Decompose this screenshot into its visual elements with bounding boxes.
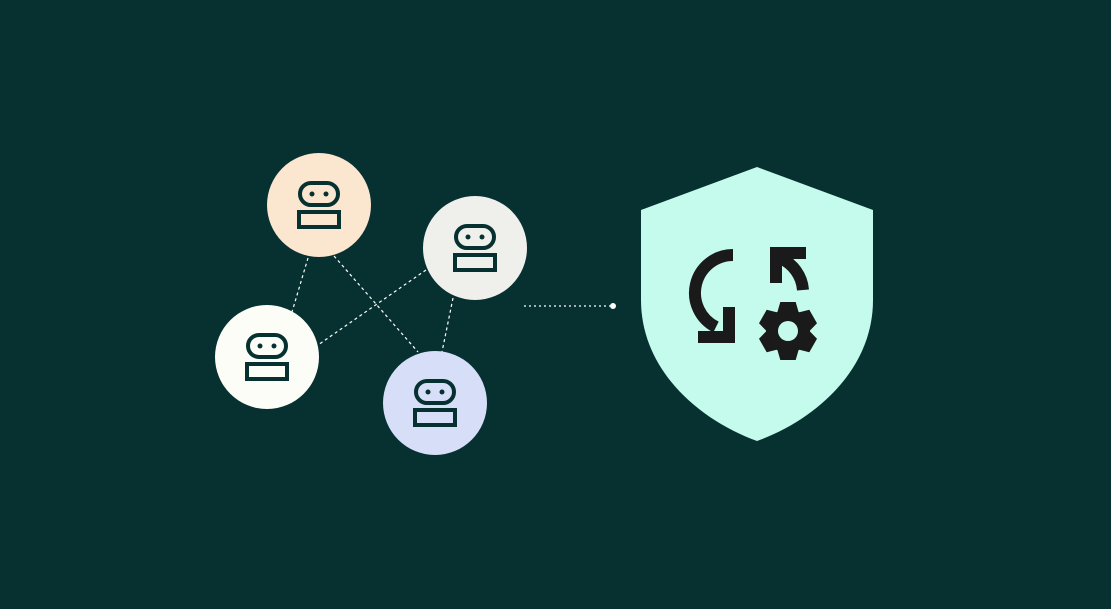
connector-end-dot (610, 303, 616, 309)
gear-shape (759, 302, 817, 360)
agent-node (215, 305, 319, 409)
gear-icon (759, 302, 817, 360)
agent-node (383, 351, 487, 455)
robot-icon (453, 224, 497, 272)
agent-node (267, 153, 371, 257)
shield (641, 167, 873, 441)
connector-lines (291, 255, 610, 353)
connector-a-c (291, 257, 309, 313)
robot-icon (245, 333, 289, 381)
shield-icon (641, 167, 873, 441)
connector-b-d (441, 297, 454, 353)
connector-b-c (317, 269, 427, 346)
robot-icon (297, 181, 341, 229)
robot-icon (413, 379, 457, 427)
agent-node (423, 196, 527, 300)
refresh-arrows-icon (688, 247, 809, 343)
